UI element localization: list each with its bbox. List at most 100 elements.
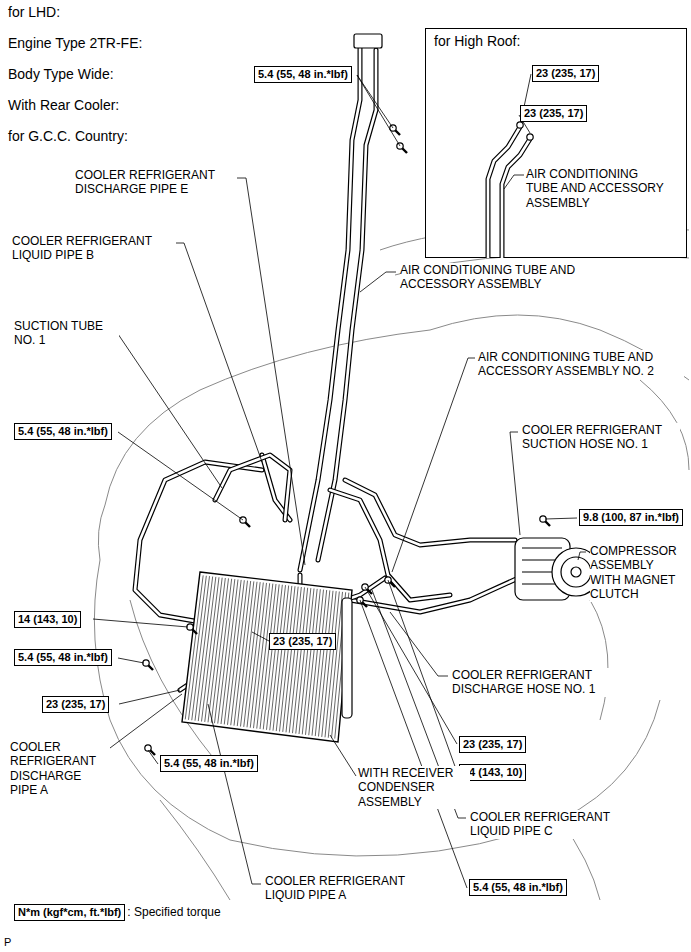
torque-box: 5.4 (55, 48 in.*lbf) [14,423,112,440]
applicability-note: for G.C.C. Country: [8,128,128,145]
part-name: COOLER REFRIGERANT DISCHARGE PIPE A [10,740,106,798]
legend-text: : Specified torque [127,905,220,919]
condenser-fin [215,579,232,723]
part-name: AIR CONDITIONING TUBE AND ACCESSORY ASSE… [526,167,669,210]
part-name: COMPRESSOR ASSEMBLY WITH MAGNET CLUTCH [590,544,685,602]
condenser-fin [299,589,314,735]
condenser-fin [283,587,298,732]
pipe-fitting [354,34,382,48]
torque-box: 5.4 (55, 48 in.*lbf) [254,66,352,83]
condenser-fin [247,583,263,728]
condenser-fin [231,581,248,726]
condenser-fin [296,588,311,733]
torque-box: 14 (143, 10) [14,611,81,628]
condenser-fin [224,580,241,725]
torque-box: 5.4 (55, 48 in.*lbf) [160,755,258,772]
condenser-fin [237,581,254,726]
condenser-fin [276,586,292,731]
part-name: COOLER REFRIGERANT SUCTION HOSE NO. 1 [522,423,680,452]
part-name: AIR CONDITIONING TUBE AND ACCESSORY ASSE… [478,350,684,379]
receiver-tank [342,598,352,718]
torque-box: 23 (235, 17) [520,105,587,122]
condenser-fin [250,583,266,728]
pipe-inner [215,455,290,520]
condenser-fin [286,587,301,732]
torque-value: 5.4 (55, 48 in.*lbf) [18,651,108,663]
vehicle-outline [94,226,689,901]
bolts [143,125,550,755]
condenser-fin [306,589,321,735]
part-name: WITH RECEIVER CONDENSER ASSEMBLY [358,766,470,809]
applicability-note: With Rear Cooler: [8,97,119,114]
torque-box: 5.4 (55, 48 in.*lbf) [14,649,112,666]
condenser-fin [257,584,273,729]
condenser-fin [211,578,228,722]
condenser-fin [289,587,304,732]
condenser-fin [319,591,334,737]
torque-value: N*m (kgf*cm, ft.*lbf) [18,906,121,918]
condenser-fin [205,578,222,722]
part-name: COOLER REFRIGERANT LIQUID PIPE A [265,874,427,903]
torque-value: 5.4 (55, 48 in.*lbf) [18,425,108,437]
pipe-outline [215,455,290,520]
condenser-fin [208,578,225,722]
bolt-head [527,134,533,140]
condenser-core [182,572,352,742]
condenser-fin [293,588,308,733]
condenser-fin [309,590,324,736]
torque-value: 5.4 (55, 48 in.*lbf) [258,68,348,80]
inset-heading: for High Roof: [434,33,520,50]
condenser-fin [260,584,276,729]
condenser-fin [218,579,235,723]
condenser-fin [244,582,260,727]
pipe-inner [345,480,515,545]
torque-value: 23 (235, 17) [46,698,105,710]
condenser-frame [182,572,352,742]
torque-value: 9.8 (100, 87 in.*lbf) [583,511,679,523]
condenser-fin [328,592,342,738]
inset-illustration [426,29,688,259]
torque-value: 14 (143, 10) [18,613,77,625]
part-name: AIR CONDITIONING TUBE AND ACCESSORY ASSE… [400,263,612,292]
torque-box: 23 (235, 17) [269,633,336,650]
condenser-fin [195,577,213,721]
torque-box: 23 (235, 17) [532,65,599,82]
condenser-fin [267,585,283,730]
applicability-note: for LHD: [8,4,60,21]
condenser-fin [254,583,270,728]
condenser-fin [312,590,327,736]
condenser-fin [273,586,289,731]
torque-value: 5.4 (55, 48 in.*lbf) [473,881,563,893]
torque-value: 23 (235, 17) [463,738,522,750]
compressor [515,538,600,600]
condenser-fin [228,580,245,725]
part-name: COOLER REFRIGERANT DISCHARGE HOSE NO. 1 [452,668,624,697]
condenser-fin [198,577,216,721]
torque-box: 5.4 (55, 48 in.*lbf) [469,879,567,896]
condenser-fin [202,577,220,721]
condenser-fin [263,584,279,729]
torque-box: 23 (235, 17) [42,696,109,713]
condenser-fin [234,581,251,726]
torque-box: 23 (235, 17) [459,736,526,753]
torque-value: 23 (235, 17) [273,635,332,647]
legend-torque-box: N*m (kgf*cm, ft.*lbf) [14,904,125,921]
torque-value: 14 (143, 10) [463,766,522,778]
leader-line [504,175,524,189]
condenser-fin [270,585,286,730]
inset-panel: for High Roof: AIR CONDITIONING TUBE AND … [425,28,687,258]
torque-value: 5.4 (55, 48 in.*lbf) [164,757,254,769]
applicability-note: Body Type Wide: [8,66,114,83]
part-name: SUCTION TUBE NO. 1 [14,319,119,348]
applicability-note: Engine Type 2TR-FE: [8,35,142,52]
figure-code: P [4,936,11,949]
condenser-fin [315,590,330,736]
condenser-fin [241,582,258,727]
part-name: COOLER REFRIGERANT LIQUID PIPE C [470,810,632,839]
torque-value: 23 (235, 17) [536,67,595,79]
part-name: COOLER REFRIGERANT LIQUID PIPE B [12,234,172,263]
condenser-fin [302,589,317,735]
part-name: COOLER REFRIGERANT DISCHARGE PIPE E [75,168,235,197]
bolt-head [517,122,523,128]
